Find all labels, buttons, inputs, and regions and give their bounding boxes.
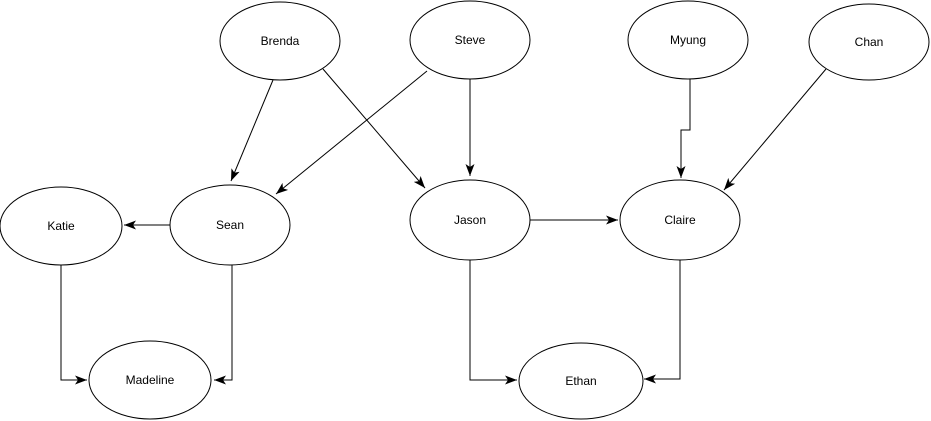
node-chan-label: Chan: [855, 35, 884, 49]
node-claire[interactable]: Claire: [619, 179, 741, 261]
node-chan-ellipse[interactable]: [808, 3, 930, 81]
edge-chan-claire[interactable]: [723, 68, 827, 191]
node-jason-label: Jason: [454, 213, 486, 227]
node-myung-label: Myung: [670, 33, 706, 47]
node-steve-ellipse[interactable]: [409, 0, 531, 80]
node-katie-ellipse[interactable]: [0, 186, 123, 266]
node-katie[interactable]: Katie: [0, 186, 123, 266]
edge-claire-ethan[interactable]: [644, 260, 681, 384]
node-madeline-ellipse[interactable]: [88, 340, 212, 420]
node-brenda-ellipse[interactable]: [219, 1, 341, 81]
node-myung-ellipse[interactable]: [627, 0, 749, 80]
node-jason[interactable]: Jason: [409, 179, 531, 261]
node-madeline-label: Madeline: [126, 373, 175, 387]
node-brenda-label: Brenda: [261, 34, 300, 48]
node-jason-ellipse[interactable]: [409, 179, 531, 261]
node-steve-label: Steve: [455, 33, 486, 47]
node-madeline[interactable]: Madeline: [88, 340, 212, 420]
edge-brenda-sean[interactable]: [230, 79, 274, 182]
node-myung[interactable]: Myung: [627, 0, 749, 80]
node-chan[interactable]: Chan: [808, 3, 930, 81]
edge-brenda-jason[interactable]: [322, 68, 426, 189]
node-sean-ellipse[interactable]: [169, 184, 291, 266]
node-ethan[interactable]: Ethan: [518, 342, 644, 420]
edge-jason-ethan[interactable]: [469, 260, 517, 385]
node-steve[interactable]: Steve: [409, 0, 531, 80]
edge-katie-madeline[interactable]: [60, 265, 87, 385]
node-ethan-ellipse[interactable]: [518, 342, 644, 420]
node-ethan-label: Ethan: [565, 374, 596, 388]
node-claire-ellipse[interactable]: [619, 179, 741, 261]
edge-steve-sean[interactable]: [275, 70, 428, 195]
edge-sean-madeline[interactable]: [214, 265, 233, 385]
node-sean[interactable]: Sean: [169, 184, 291, 266]
edge-myung-claire[interactable]: [676, 79, 691, 178]
node-sean-label: Sean: [216, 218, 244, 232]
node-brenda[interactable]: Brenda: [219, 1, 341, 81]
node-claire-label: Claire: [664, 213, 696, 227]
node-katie-label: Katie: [47, 219, 75, 233]
